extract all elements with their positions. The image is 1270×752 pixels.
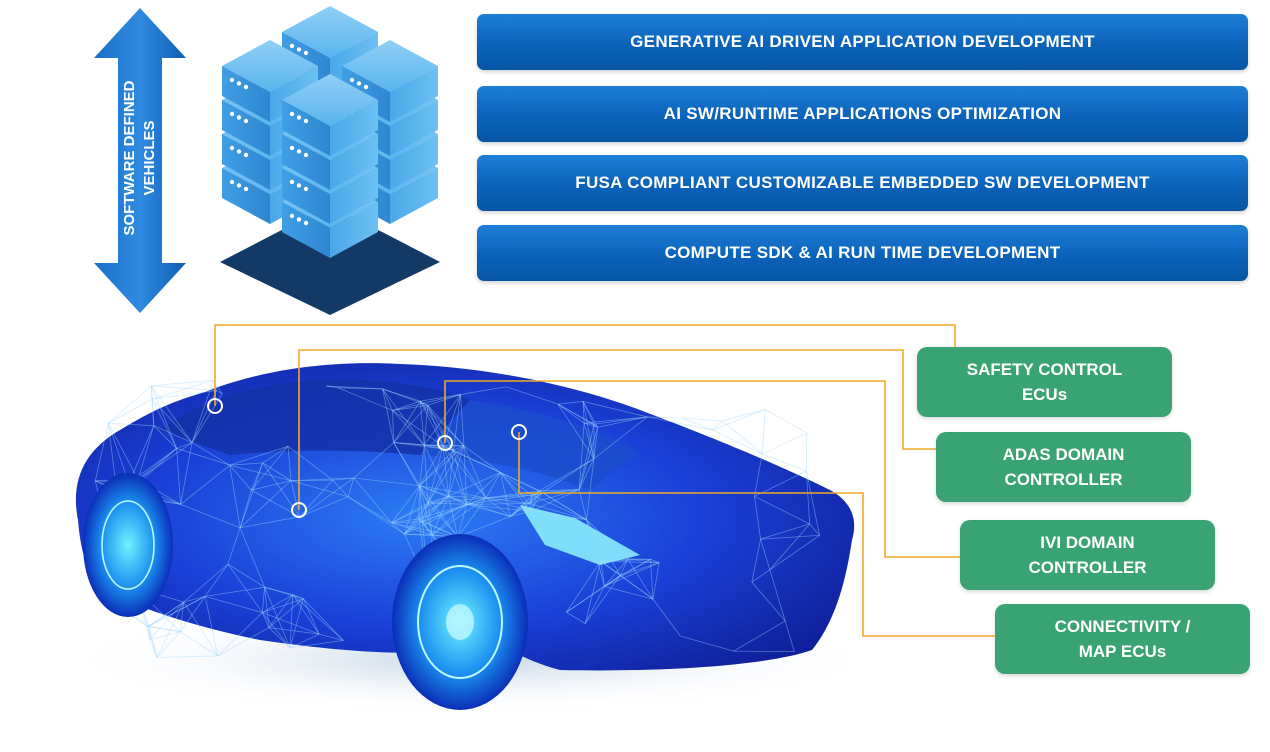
double-arrow-icon [94,8,186,313]
capability-bar-fusa: FUSA COMPLIANT CUSTOMIZABLE EMBEDDED SW … [477,155,1248,211]
ecu-safety-control: SAFETY CONTROL ECUs [917,347,1172,417]
ecu-connectivity: CONNECTIVITY / MAP ECUs [995,604,1250,674]
capability-bar-ai-sw: AI SW/RUNTIME APPLICATIONS OPTIMIZATION [477,86,1248,142]
server-unit [282,74,378,156]
capability-bar-compute: COMPUTE SDK & AI RUN TIME DEVELOPMENT [477,225,1248,281]
ecu-ivi-domain: IVI DOMAIN CONTROLLER [960,520,1215,590]
capability-bar-genai: GENERATIVE AI DRIVEN APPLICATION DEVELOP… [477,14,1248,70]
server-stack-icon [220,6,440,315]
ecu-adas-domain: ADAS DOMAIN CONTROLLER [936,432,1191,502]
